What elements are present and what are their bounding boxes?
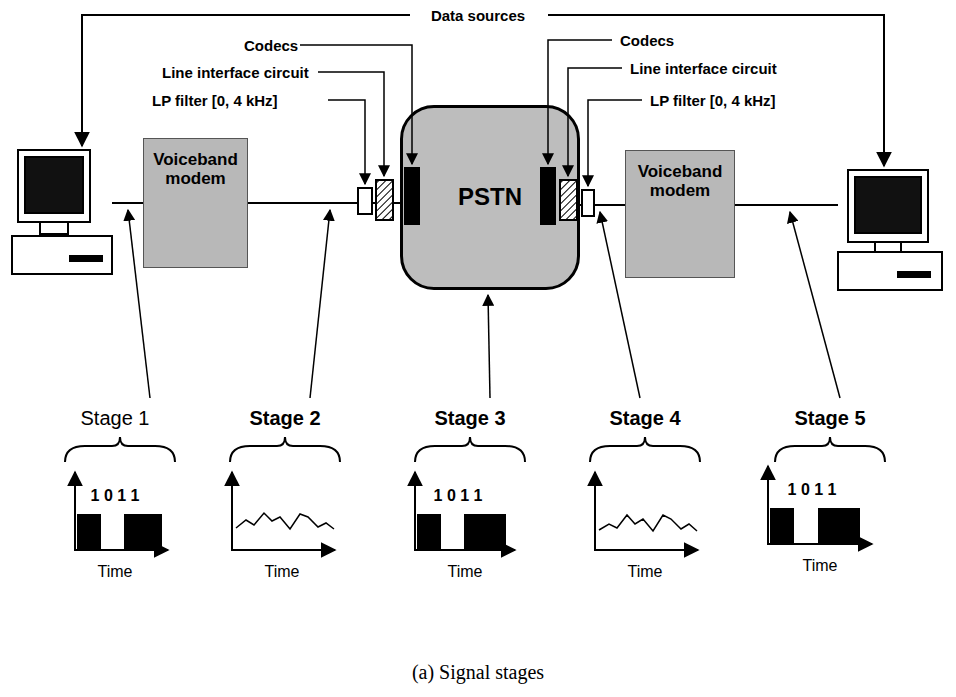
axis-label: Time	[96, 563, 135, 581]
computer-left	[12, 150, 112, 274]
axis-label: Time	[263, 563, 302, 581]
phone-line	[248, 202, 400, 204]
component-label: Line interface circuit	[628, 60, 779, 77]
component-label: Codecs	[242, 37, 300, 54]
component-label: Codecs	[618, 32, 676, 49]
phone-line	[580, 204, 625, 206]
title-label: Data sources	[429, 7, 527, 24]
axis-label: Time	[801, 557, 840, 575]
stage-label: Stage 2	[247, 407, 322, 430]
modem-label: Voiceband modem	[150, 151, 241, 188]
brace	[65, 437, 885, 462]
stage-label: Stage 5	[792, 407, 867, 430]
modem-box: Voiceband modem	[143, 138, 248, 268]
analog-waveform	[236, 513, 697, 531]
component-label: LP filter [0, 4 kHz]	[648, 92, 778, 109]
component-label: Line interface circuit	[160, 64, 311, 81]
bit-label: 1 0 1 1	[786, 481, 839, 499]
line-components	[358, 168, 594, 224]
component-label: LP filter [0, 4 kHz]	[150, 92, 280, 109]
axis-label: Time	[626, 563, 665, 581]
network-cloud: PSTN	[400, 105, 580, 290]
wire	[112, 203, 838, 205]
axis-label: Time	[446, 563, 485, 581]
stage-pointer	[128, 210, 840, 398]
data-source-arrow	[82, 15, 884, 166]
computer-right	[838, 170, 942, 290]
leader-line	[296, 40, 642, 186]
plot-axes	[75, 466, 872, 550]
stage-label: Stage 3	[432, 407, 507, 430]
bit-label: 1 0 1 1	[89, 487, 142, 505]
bit-pulse	[77, 508, 860, 550]
stage-label: Stage 1	[79, 407, 152, 430]
modem-box: Voiceband modem	[625, 150, 735, 278]
bit-label: 1 0 1 1	[432, 487, 485, 505]
figure-caption: (a) Signal stages	[412, 661, 544, 684]
stage-label: Stage 4	[607, 407, 682, 430]
network-label: PSTN	[458, 184, 522, 210]
modem-label: Voiceband modem	[632, 163, 728, 200]
